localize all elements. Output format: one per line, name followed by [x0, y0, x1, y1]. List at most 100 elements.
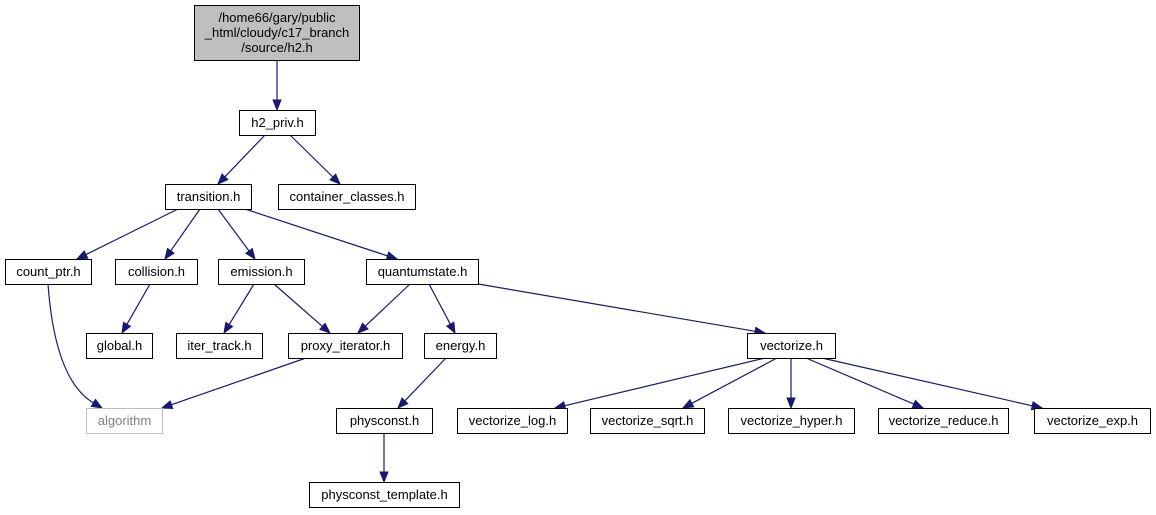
node-label: /source/h2.h	[241, 40, 313, 55]
node-vectorize-sqrt[interactable]: vectorize_sqrt.h	[590, 408, 705, 434]
node-iter-track[interactable]: iter_track.h	[176, 333, 263, 359]
node-vectorize[interactable]: vectorize.h	[747, 333, 836, 359]
node-proxy-iterator[interactable]: proxy_iterator.h	[288, 333, 403, 359]
node-label: count_ptr.h	[16, 264, 80, 279]
arrowhead-icon	[318, 322, 332, 334]
arrowhead-icon	[379, 471, 389, 484]
node-box	[176, 333, 263, 359]
edge-emission-to-iter_track	[223, 283, 255, 335]
arrowhead-icon	[385, 251, 399, 261]
node-label: vectorize.h	[760, 338, 823, 353]
node-vectorize-reduce[interactable]: vectorize_reduce.h	[878, 408, 1009, 434]
node-box	[728, 408, 855, 434]
arrowhead-icon	[272, 99, 282, 112]
edge-line	[477, 283, 756, 332]
arrowhead-icon	[397, 397, 409, 409]
node-label: container_classes.h	[290, 189, 405, 204]
node-label: /home66/gary/public	[218, 10, 336, 25]
edge-line	[224, 134, 266, 178]
node-energy[interactable]: energy.h	[424, 333, 497, 359]
edge-transition-to-emission	[217, 208, 256, 261]
arrowhead-icon	[244, 247, 256, 261]
arrowhead-icon	[217, 173, 229, 185]
node-label: emission.h	[230, 264, 292, 279]
edge-line	[170, 208, 201, 252]
edge-quantumstate-to-vectorize	[477, 283, 767, 336]
edge-vectorize-to-vectorize_sqrt	[681, 357, 778, 409]
edge-h2-to-h2_priv	[272, 60, 282, 112]
edge-emission-to-proxy_iterator	[273, 283, 332, 334]
node-algorithm: algorithm	[86, 408, 163, 434]
node-label: algorithm	[98, 413, 151, 428]
arrowhead-icon	[911, 399, 925, 409]
node-h2-priv[interactable]: h2_priv.h	[239, 110, 316, 136]
nodes-layer: /home66/gary/public_html/cloudy/c17_bran…	[5, 5, 1151, 508]
edge-line	[821, 357, 1033, 407]
node-physconst-template[interactable]: physconst_template.h	[309, 482, 460, 508]
edge-line	[404, 357, 447, 402]
edge-vectorize-to-vectorize_hyper	[786, 358, 796, 410]
edge-quantumstate-to-energy	[428, 283, 456, 335]
edge-line	[126, 283, 151, 325]
node-box	[878, 408, 1009, 434]
node-h2[interactable]: /home66/gary/public_html/cloudy/c17_bran…	[194, 5, 360, 61]
node-box	[590, 408, 705, 434]
edge-line	[228, 283, 255, 325]
edge-line	[428, 283, 451, 325]
node-box	[5, 259, 92, 285]
edge-line	[691, 357, 778, 404]
node-box	[457, 408, 568, 434]
node-transition[interactable]: transition.h	[165, 184, 252, 210]
edge-transition-to-collision	[164, 208, 201, 261]
edge-line	[47, 283, 94, 404]
node-box	[366, 259, 479, 285]
edge-line	[564, 357, 766, 407]
node-vectorize-hyper[interactable]: vectorize_hyper.h	[728, 408, 855, 434]
node-label: vectorize_sqrt.h	[602, 413, 694, 428]
node-label: vectorize_exp.h	[1047, 413, 1138, 428]
edge-line	[364, 283, 411, 327]
edge-h2_priv-to-container_classes	[289, 134, 341, 185]
node-box	[218, 259, 305, 285]
node-collision[interactable]: collision.h	[115, 259, 198, 285]
node-box	[165, 184, 252, 210]
node-global[interactable]: global.h	[86, 333, 153, 359]
edge-line	[805, 357, 915, 405]
node-box	[424, 333, 497, 359]
node-physconst[interactable]: physconst.h	[336, 408, 433, 434]
edge-quantumstate-to-proxy_iterator	[357, 283, 411, 334]
node-label: _html/cloudy/c17_branch	[204, 25, 350, 40]
node-vectorize-log[interactable]: vectorize_log.h	[457, 408, 568, 434]
edge-line	[289, 134, 334, 178]
node-label: h2_priv.h	[251, 115, 304, 130]
edge-transition-to-count_ptr	[75, 208, 179, 260]
node-label: iter_track.h	[187, 338, 251, 353]
node-count-ptr[interactable]: count_ptr.h	[5, 259, 92, 285]
edge-line	[171, 357, 307, 406]
arrowhead-icon	[223, 321, 234, 335]
node-label: proxy_iterator.h	[301, 338, 391, 353]
edge-line	[244, 208, 388, 257]
node-quantumstate[interactable]: quantumstate.h	[366, 259, 479, 285]
edge-vectorize-to-vectorize_exp	[821, 357, 1044, 411]
edge-energy-to-physconst	[397, 357, 447, 409]
node-vectorize-exp[interactable]: vectorize_exp.h	[1034, 408, 1151, 434]
edge-count_ptr-to-algorithm	[47, 283, 104, 409]
node-container-classes[interactable]: container_classes.h	[278, 184, 416, 210]
node-box	[194, 5, 360, 61]
node-label: energy.h	[436, 338, 486, 353]
arrowhead-icon	[329, 173, 341, 185]
node-box	[1034, 408, 1151, 434]
edge-line	[217, 208, 250, 252]
node-box	[309, 482, 460, 508]
arrowhead-icon	[786, 397, 796, 410]
arrowhead-icon	[445, 321, 456, 335]
node-label: vectorize_hyper.h	[741, 413, 843, 428]
node-emission[interactable]: emission.h	[218, 259, 305, 285]
arrowhead-icon	[681, 398, 695, 409]
edge-collision-to-global	[121, 283, 151, 335]
node-box	[86, 333, 153, 359]
node-box	[278, 184, 416, 210]
arrowhead-icon	[75, 250, 89, 260]
